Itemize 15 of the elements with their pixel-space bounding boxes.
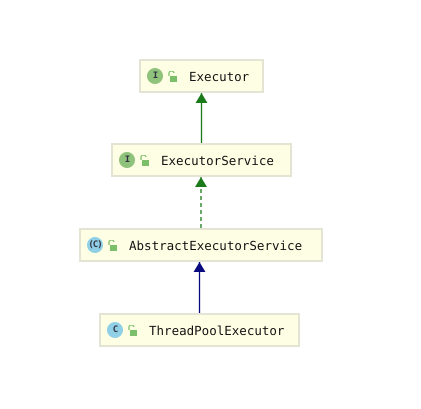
class-box	[139, 59, 264, 93]
class-box	[79, 228, 323, 262]
inheritance-arrow	[196, 93, 208, 143]
class-name: ExecutorService	[161, 152, 274, 168]
type-badge: I	[147, 68, 163, 84]
type-badge: I	[119, 152, 135, 168]
inheritance-arrow	[194, 262, 206, 313]
class-name: ThreadPoolExecutor	[149, 322, 284, 338]
type-badge: C	[107, 322, 123, 338]
type-badge: (C)	[87, 237, 103, 253]
inheritance-arrow	[195, 177, 207, 228]
class-name: AbstractExecutorService	[129, 238, 302, 252]
class-box	[111, 143, 292, 177]
class-box	[99, 313, 300, 347]
class-name: Executor	[189, 68, 250, 84]
